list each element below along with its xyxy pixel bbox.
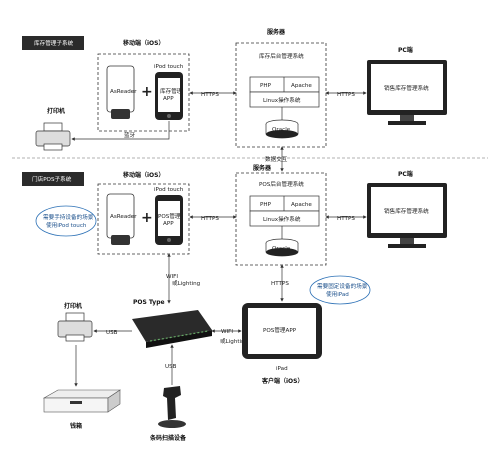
section2-lighting-ipad: 或Lighting <box>220 337 249 345</box>
section2-lighting: 或Lighting <box>172 279 201 287</box>
section2-wifi-ipad: WIFI <box>221 329 233 335</box>
section2-pos-terminal-icon <box>132 310 212 348</box>
section2-bubble-left-line1: 需要手持设备的场景 <box>43 213 94 221</box>
section2-https-right: HTTPS <box>337 216 355 222</box>
section2-mobile-label: 移动端（iOS） <box>123 171 164 179</box>
section1-pc-label: PC端 <box>398 46 413 54</box>
section2-asreader-label: AsReader <box>110 214 137 220</box>
section2-https-down: HTTPS <box>271 281 289 287</box>
section1-title-tag: 库存管理子系统 <box>22 36 84 50</box>
section1-print-link: 蓝牙 <box>124 131 136 139</box>
section1-asreader-device: AsReader <box>106 65 137 119</box>
section1-printer-label: 打印机 <box>47 107 65 115</box>
section2-title: 门店POS子系统 <box>32 175 72 183</box>
section2-barcode-scanner-icon <box>158 386 186 428</box>
section2-client-label: 客户端（iOS） <box>261 377 303 385</box>
section1-https-left: HTTPS <box>201 92 219 98</box>
section2-bubble-left: 需要手持设备的场景 使用iPod touch <box>35 205 97 237</box>
section1-https-right: HTTPS <box>337 92 355 98</box>
section2-pc-screen: 销售库存管理系统 <box>384 207 429 215</box>
section1-ipod-device: 库存管理 APP <box>155 72 183 120</box>
section1-plus-icon: + <box>141 84 153 100</box>
section2-linux-box <box>249 210 320 227</box>
section2-ipad-label: iPad <box>276 366 288 372</box>
section2-bubble-right-line2: 使用iPad <box>326 290 349 298</box>
section2-pos-type: POS Type <box>133 299 165 306</box>
section2-plus-icon: + <box>141 210 153 226</box>
section1-mobile-label: 移动端（iOS） <box>123 39 164 47</box>
section2-pc-monitor-icon: 销售库存管理系统 <box>367 183 447 248</box>
section1-server-label: 服务器 <box>267 28 286 36</box>
section2-php: PHP <box>260 202 272 208</box>
section1-printer-icon <box>35 122 71 151</box>
section1-server-box <box>235 42 327 148</box>
section2-mobile-box <box>97 183 190 255</box>
section2-ipad-app: POS管理APP <box>263 326 297 334</box>
section2-app-line1: POS管理 <box>158 212 181 220</box>
section1-server-system: 库存后台管理系统 <box>259 52 304 60</box>
section2-bubble-right-line1: 需要固定设备的场景 <box>317 282 368 290</box>
section2-title-tag: 门店POS子系统 <box>22 172 84 186</box>
section2-printer-icon <box>57 312 93 342</box>
section2-asreader-device: AsReader <box>106 193 137 245</box>
section1-mobile-box <box>97 53 190 132</box>
section2-pc-label: PC端 <box>398 170 413 178</box>
section1-pc-screen: 销售库存管理系统 <box>384 84 429 92</box>
section2-linux: Linux操作系统 <box>263 215 301 223</box>
section2-usb-printer: USB <box>106 330 118 336</box>
section1-app-line1: 库存管理 <box>160 87 183 95</box>
section2-ipad-device: POS管理APP <box>242 303 322 359</box>
section2-server-system: POS后台管理系统 <box>259 180 304 188</box>
section2-device-label: iPod touch <box>154 187 184 193</box>
section2-ipod-device: POS管理 APP <box>155 195 183 245</box>
section1-php: PHP <box>260 83 272 89</box>
section1-oracle-db-icon: Oracle <box>265 119 299 139</box>
section1-title: 库存管理子系统 <box>34 39 74 47</box>
section1-device-label: iPod touch <box>154 64 184 70</box>
section1-app-line2: APP <box>163 96 174 102</box>
section2-apache: Apache <box>291 202 312 208</box>
section1-linux: Linux操作系统 <box>263 96 301 104</box>
section2-usb-scanner: USB <box>165 364 177 370</box>
section1-linux-box <box>249 91 320 108</box>
section1-print-link-line <box>71 121 170 141</box>
data-exchange-label: 数据交互 <box>265 155 288 163</box>
section2-oracle: Oracle <box>272 246 291 252</box>
section2-bubble-right: 需要固定设备的场景 使用iPad <box>309 275 371 305</box>
section1-pc-monitor-icon: 销售库存管理系统 <box>367 60 447 125</box>
section1-apache: Apache <box>291 83 312 89</box>
section2-wifi: WIFI <box>166 274 178 280</box>
section2-https-left: HTTPS <box>201 216 219 222</box>
section2-app-line2: APP <box>163 221 174 227</box>
section2-scanner-label: 条码扫描设备 <box>149 434 187 442</box>
section2-bubble-left-line2: 使用iPod touch <box>46 221 87 229</box>
section2-server-label: 服务器 <box>253 164 272 172</box>
section2-cash-drawer-label: 钱箱 <box>70 422 82 430</box>
section1-asreader-label: AsReader <box>110 89 137 95</box>
section1-oracle: Oracle <box>272 127 291 133</box>
section2-printer-label: 打印机 <box>64 302 82 310</box>
section2-cash-drawer-icon <box>42 389 121 413</box>
section2-oracle-db-icon: Oracle <box>265 238 299 257</box>
